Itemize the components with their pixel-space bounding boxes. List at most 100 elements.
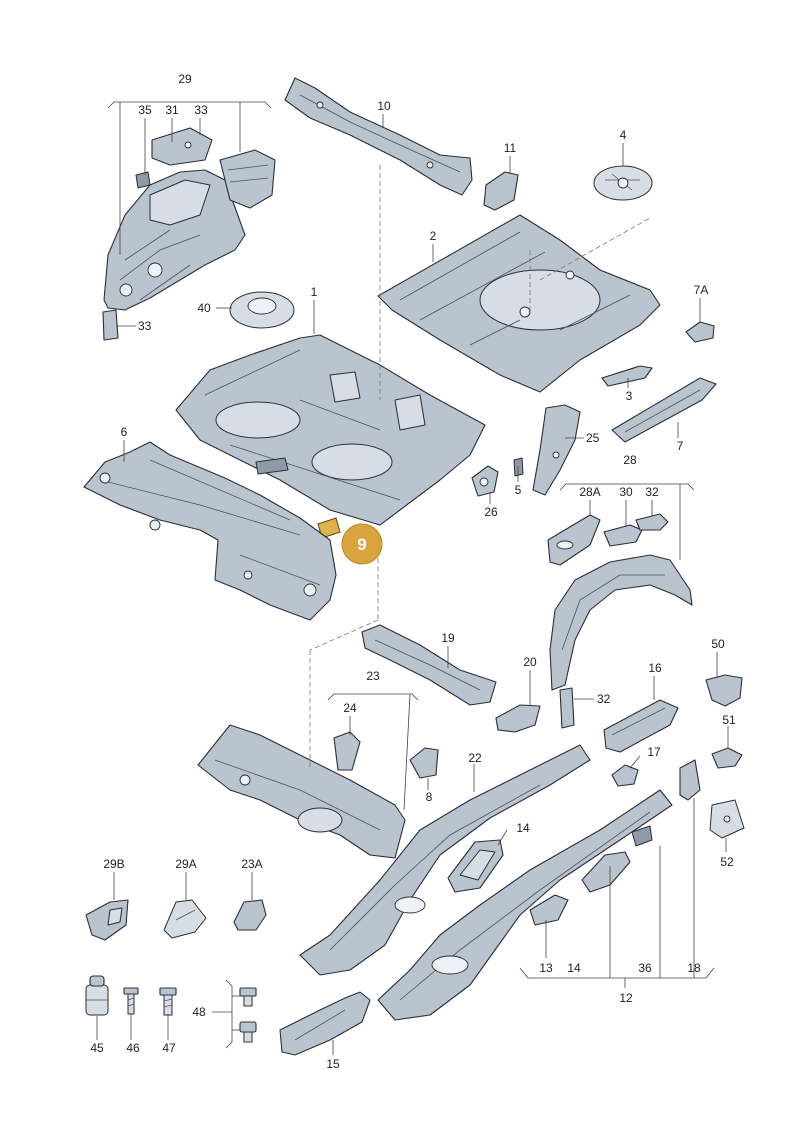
callout-32-top[interactable]: 32 — [645, 485, 659, 499]
part-7-rail[interactable] — [611, 377, 717, 443]
callout-14-lower[interactable]: 14 — [567, 961, 581, 975]
callout-33-top[interactable]: 33 — [194, 103, 208, 117]
callout-7a[interactable]: 7A — [694, 283, 709, 297]
part-23-rear-crossmember-assembly[interactable] — [197, 724, 406, 859]
callout-24[interactable]: 24 — [343, 701, 357, 715]
callout-10[interactable]: 10 — [377, 99, 391, 113]
callout-25[interactable]: 25 — [586, 431, 600, 445]
callout-1[interactable]: 1 — [311, 285, 318, 299]
part-48-bolt-lower[interactable] — [239, 1021, 257, 1043]
callout-19[interactable]: 19 — [441, 631, 455, 645]
callout-7[interactable]: 7 — [677, 439, 684, 453]
part-24-bracket[interactable] — [333, 731, 361, 771]
callout-36[interactable]: 36 — [638, 961, 652, 975]
callout-52[interactable]: 52 — [720, 855, 734, 869]
part-29b-bracket[interactable] — [85, 899, 129, 941]
part-10-rear-crossmember[interactable] — [284, 77, 473, 196]
callout-33-side[interactable]: 33 — [138, 319, 152, 333]
callout-23[interactable]: 23 — [366, 669, 380, 683]
callout-22[interactable]: 22 — [468, 751, 482, 765]
callout-45[interactable]: 45 — [90, 1041, 104, 1055]
callout-5[interactable]: 5 — [515, 483, 522, 497]
part-51-clip[interactable] — [711, 747, 743, 769]
part-16-channel[interactable] — [603, 699, 679, 753]
part-31-bracket[interactable] — [151, 127, 213, 166]
part-36-clip[interactable] — [631, 825, 653, 847]
part-25-pillar-bracket[interactable] — [532, 404, 581, 496]
part-7a-clip[interactable] — [685, 321, 715, 343]
part-14-bracket-lower[interactable] — [581, 851, 631, 893]
part-30-bracket[interactable] — [603, 524, 643, 547]
callout-29[interactable]: 29 — [178, 72, 192, 86]
callout-26[interactable]: 26 — [484, 505, 498, 519]
part-40-round-cover[interactable] — [229, 291, 295, 329]
callout-47[interactable]: 47 — [162, 1041, 176, 1055]
callout-28a[interactable]: 28A — [579, 485, 600, 499]
part-46-bolt[interactable] — [123, 987, 139, 1015]
callout-31[interactable]: 31 — [165, 103, 179, 117]
part-32-bracket[interactable] — [635, 513, 669, 531]
part-17-mount[interactable] — [611, 764, 639, 787]
part-8-bracket[interactable] — [409, 747, 439, 779]
callout-15[interactable]: 15 — [326, 1057, 340, 1071]
callout-46[interactable]: 46 — [126, 1041, 140, 1055]
part-23a-bracket[interactable] — [233, 899, 267, 931]
callout-23a[interactable]: 23A — [241, 857, 262, 871]
selected-callout-badge[interactable]: 9 — [341, 523, 383, 565]
callout-4[interactable]: 4 — [620, 128, 627, 142]
callout-20[interactable]: 20 — [523, 655, 537, 669]
part-32-small-plate[interactable] — [559, 687, 575, 729]
part-29-wheel-housing-left[interactable] — [103, 169, 246, 311]
part-52-plate[interactable] — [709, 799, 745, 839]
callout-28[interactable]: 28 — [623, 453, 637, 467]
part-13-bracket[interactable] — [529, 894, 569, 926]
callout-40[interactable]: 40 — [197, 301, 211, 315]
part-3-bracket[interactable] — [601, 365, 653, 387]
callout-17[interactable]: 17 — [647, 745, 661, 759]
callout-2[interactable]: 2 — [430, 229, 437, 243]
part-28a-bracket[interactable] — [547, 514, 601, 566]
part-4-disc-cover[interactable] — [593, 165, 653, 201]
callout-32-side[interactable]: 32 — [597, 692, 611, 706]
part-35-clip[interactable] — [135, 171, 151, 189]
part-19-crossmember[interactable] — [361, 624, 497, 706]
part-47-bolt[interactable] — [159, 987, 177, 1016]
leader-lines — [96, 101, 729, 1055]
callout-14-upper[interactable]: 14 — [516, 821, 530, 835]
callout-13[interactable]: 13 — [539, 961, 553, 975]
callout-35[interactable]: 35 — [138, 103, 152, 117]
callout-12[interactable]: 12 — [619, 991, 633, 1005]
callout-16[interactable]: 16 — [648, 661, 662, 675]
callout-51[interactable]: 51 — [722, 713, 736, 727]
part-12-side-member-right[interactable] — [377, 789, 673, 1021]
callout-6[interactable]: 6 — [121, 425, 128, 439]
part-11-bracket[interactable] — [483, 171, 519, 211]
part-33-small-plate[interactable] — [102, 309, 119, 341]
part-15-reinforcement[interactable] — [279, 991, 371, 1056]
part-6-rear-body-panel[interactable] — [83, 441, 337, 621]
part-14-bracket-upper[interactable] — [447, 839, 504, 893]
part-20-bracket[interactable] — [495, 704, 541, 733]
part-26-mount[interactable] — [471, 465, 499, 497]
part-29a-bracket[interactable] — [163, 899, 207, 939]
callout-30[interactable]: 30 — [619, 485, 633, 499]
callout-11[interactable]: 11 — [504, 141, 517, 155]
callout-50[interactable]: 50 — [711, 637, 725, 651]
part-50-bracket[interactable] — [705, 674, 743, 707]
callout-18[interactable]: 18 — [687, 961, 701, 975]
part-2-rear-floor-pan[interactable] — [377, 214, 661, 393]
part-48-bolt-upper[interactable] — [239, 987, 257, 1007]
callout-29b[interactable]: 29B — [103, 857, 124, 871]
callout-29a[interactable]: 29A — [175, 857, 196, 871]
part-18-bracket[interactable] — [679, 759, 701, 801]
callout-48[interactable]: 48 — [192, 1005, 206, 1019]
callout-3[interactable]: 3 — [626, 389, 633, 403]
part-1-rear-floor-panel[interactable] — [175, 334, 486, 526]
part-28-wheel-housing-right[interactable] — [549, 554, 693, 691]
part-22-side-member-left[interactable] — [299, 744, 591, 976]
part-45-bushing[interactable] — [85, 975, 109, 1016]
callout-8[interactable]: 8 — [426, 790, 433, 804]
part-33-wheel-arch-panel[interactable] — [219, 149, 276, 209]
part-5-clip[interactable] — [513, 457, 524, 477]
